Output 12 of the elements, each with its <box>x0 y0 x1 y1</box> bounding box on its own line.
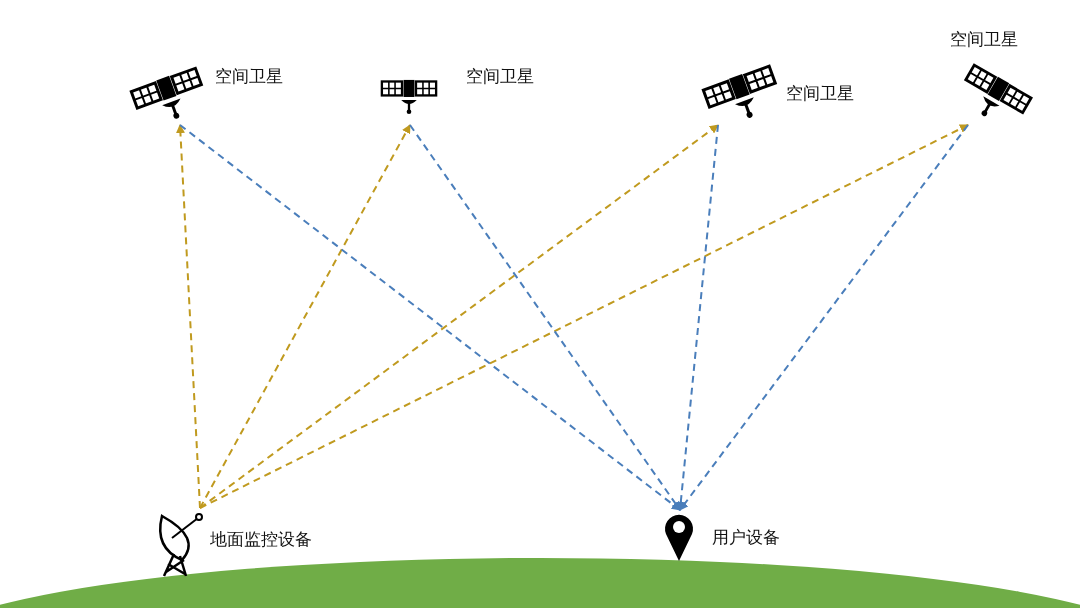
device-label: 空间卫星 <box>786 82 854 105</box>
device-label: 地面监控设备 <box>210 528 312 551</box>
arrow <box>175 124 201 509</box>
arrow <box>199 124 411 509</box>
device-label: 空间卫星 <box>466 65 534 88</box>
arrow <box>676 124 719 511</box>
arrow <box>199 124 969 509</box>
device-label: 用户设备 <box>712 526 780 549</box>
device-label: 空间卫星 <box>215 65 283 88</box>
device-label: 空间卫星 <box>950 28 1018 51</box>
arrow <box>679 124 969 511</box>
arrow <box>409 124 681 511</box>
